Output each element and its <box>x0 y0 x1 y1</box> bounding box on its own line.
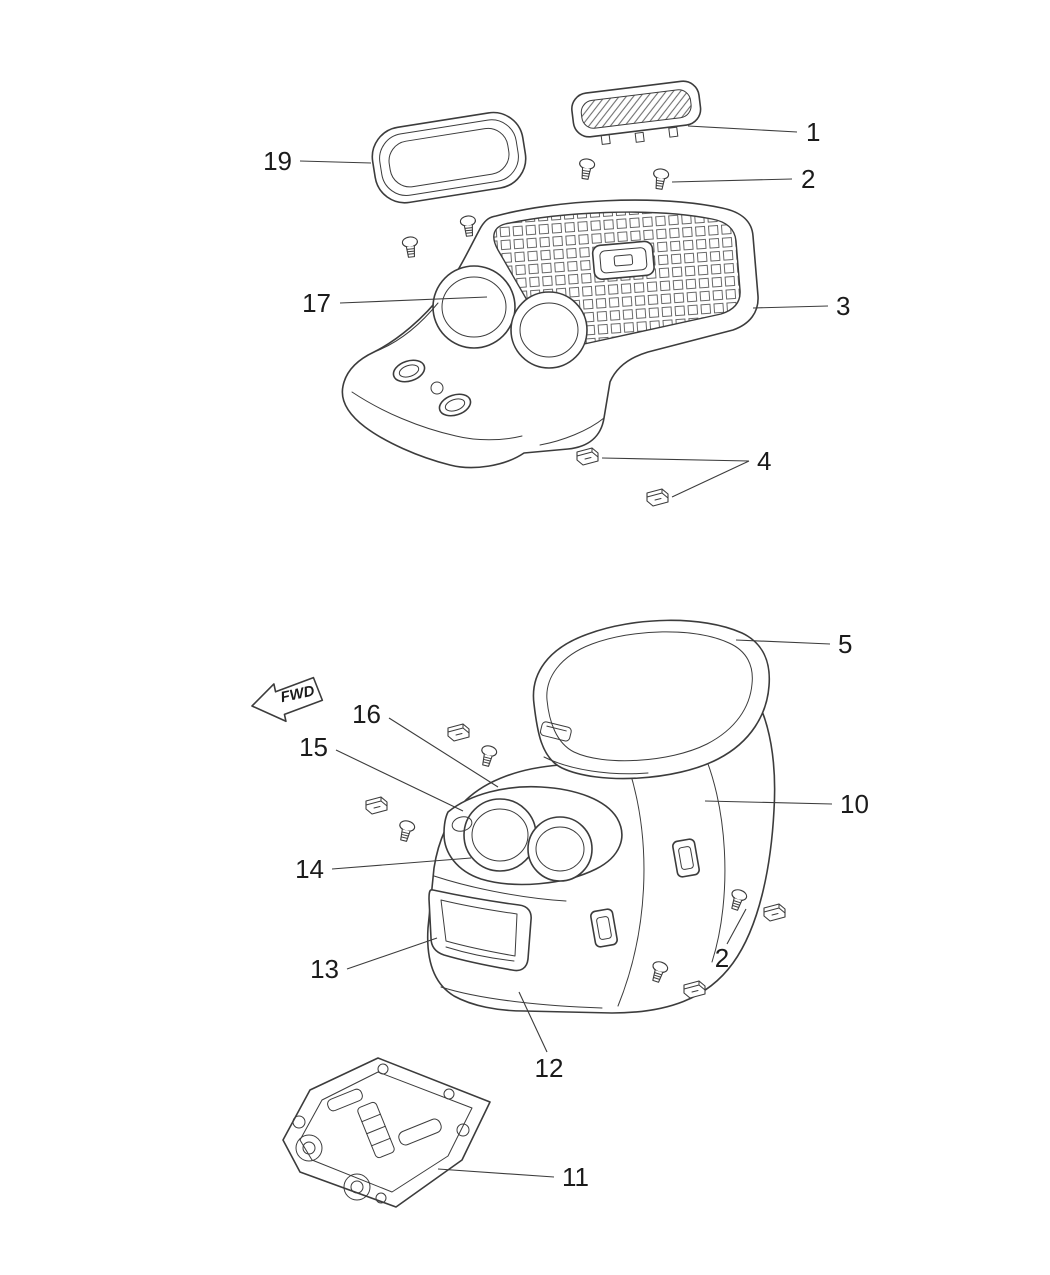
part-11-mounting-bracket <box>282 1057 491 1208</box>
callout-10: 10 <box>840 789 869 819</box>
fwd-arrow: FWD <box>251 676 324 723</box>
screw-icon <box>459 214 478 238</box>
callout-19: 19 <box>263 146 292 176</box>
tray-recess <box>392 359 426 383</box>
leader-2-top <box>671 178 793 183</box>
part-17-cupholder-liner <box>432 265 588 369</box>
leader-3 <box>752 305 829 309</box>
callout-1: 1 <box>806 117 820 147</box>
part-13-front-bin-opening <box>428 888 532 972</box>
leader-4b <box>671 460 750 498</box>
leader-19 <box>299 160 372 164</box>
leader-12 <box>518 991 548 1053</box>
tray-recess <box>438 393 472 417</box>
part-5-armrest-lid <box>532 619 771 780</box>
callout-12: 12 <box>535 1053 564 1083</box>
shifter-opening <box>591 240 655 281</box>
callout-labels: 1 2 19 17 3 4 5 16 15 10 14 2 13 12 11 <box>263 117 869 1192</box>
part-1-shifter-bezel <box>571 80 702 145</box>
screw-icon <box>477 743 499 768</box>
screw-icon <box>651 167 670 191</box>
callout-2-top: 2 <box>801 164 815 194</box>
callout-11: 11 <box>562 1162 589 1192</box>
callout-2-side: 2 <box>715 943 729 973</box>
screw-icon <box>577 157 596 181</box>
leader-13 <box>346 937 438 970</box>
screw-icon <box>395 818 417 843</box>
clip-icon <box>763 903 786 922</box>
leader-10 <box>704 800 833 805</box>
leader-11 <box>437 1168 555 1178</box>
body-cutout <box>590 908 618 948</box>
callout-16: 16 <box>352 699 381 729</box>
part-19-bezel-ring <box>371 111 527 204</box>
body-cutout <box>672 838 700 878</box>
callout-4: 4 <box>757 446 771 476</box>
leader-2-side <box>726 908 747 945</box>
leader-lines <box>299 125 833 1178</box>
leader-17 <box>339 296 488 304</box>
fwd-label: FWD <box>279 682 316 706</box>
callout-17: 17 <box>302 288 331 318</box>
leader-1 <box>687 125 798 133</box>
clip-icon <box>447 723 470 742</box>
lid-latch <box>539 721 572 742</box>
leader-15 <box>335 749 464 812</box>
part-14-cupholder-tray <box>443 785 623 886</box>
leader-5 <box>735 639 831 645</box>
clip-icon <box>365 796 388 815</box>
clip-icon <box>576 447 599 466</box>
callout-14: 14 <box>295 854 324 884</box>
leader-16 <box>388 717 499 788</box>
screw-icon <box>401 235 420 259</box>
clip-icon <box>646 488 669 507</box>
callout-13: 13 <box>310 954 339 984</box>
callout-3: 3 <box>836 291 850 321</box>
callout-5: 5 <box>838 629 852 659</box>
part-3-console-top-cover <box>341 199 759 469</box>
leader-14 <box>331 857 472 870</box>
leader-4a <box>601 457 750 462</box>
callout-15: 15 <box>299 732 328 762</box>
